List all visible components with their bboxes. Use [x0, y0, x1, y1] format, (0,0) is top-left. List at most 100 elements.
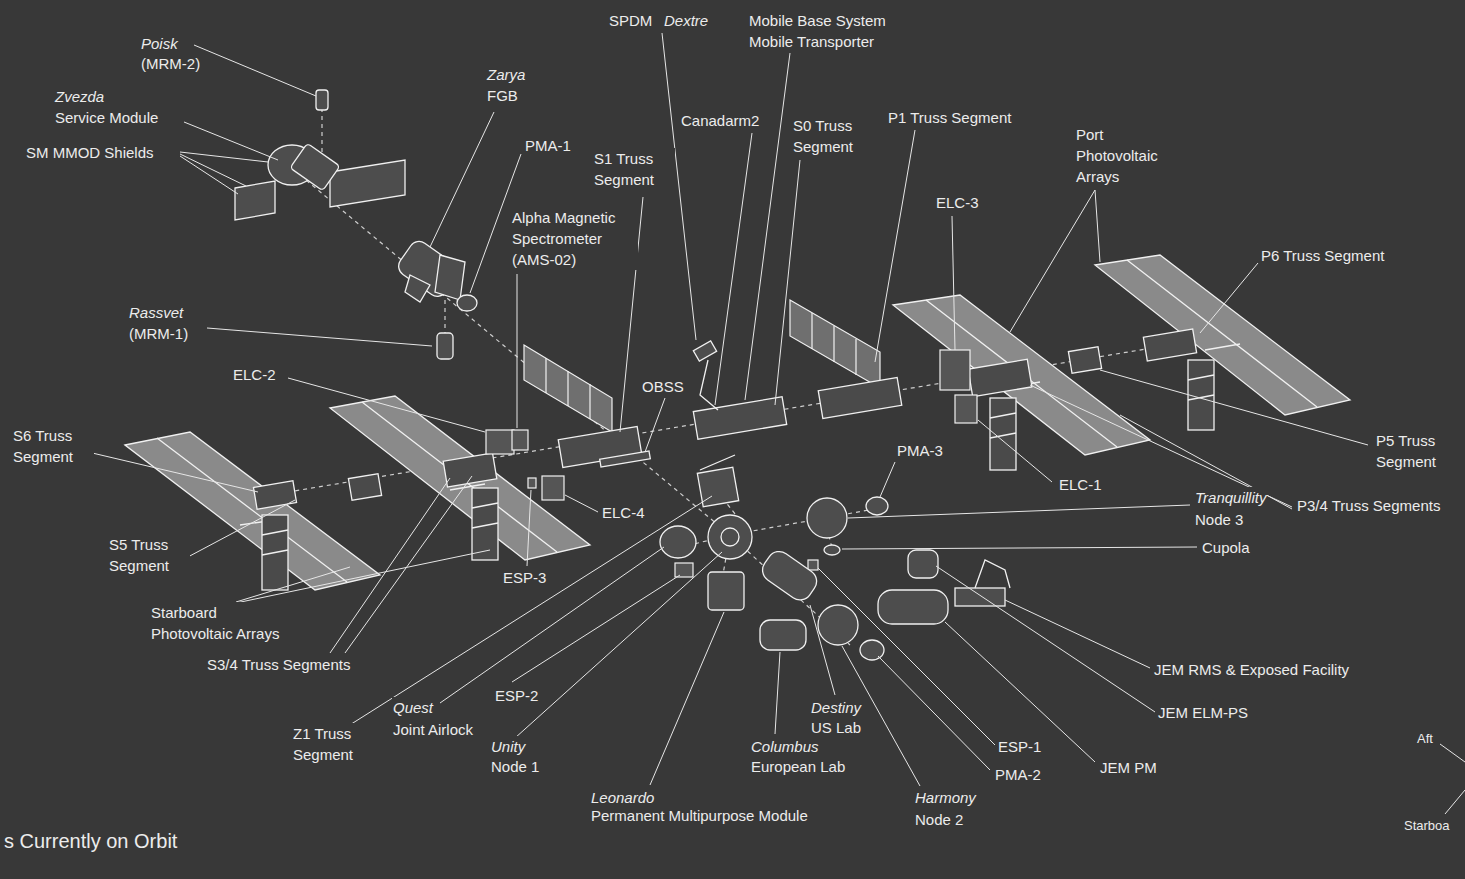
- us-modules-part: [693, 341, 716, 361]
- part-label: Mobile Transporter: [748, 31, 875, 52]
- part-label: Service Module: [54, 107, 159, 128]
- us-modules: [600, 341, 1010, 660]
- truss-segments-part: [818, 378, 902, 419]
- us-modules-part: [721, 528, 739, 546]
- leader-lines-part: [345, 496, 712, 728]
- leader-lines-part: [745, 53, 790, 400]
- leader-lines-part: [978, 420, 1052, 482]
- part-label: Permanent Multipurpose Module: [590, 805, 809, 826]
- truss-segments-part: [1068, 347, 1101, 374]
- leader-lines-part: [186, 500, 295, 558]
- us-modules-part: [908, 550, 938, 578]
- part-label: PMA-2: [994, 764, 1042, 785]
- russian-modules-part: [316, 90, 328, 110]
- leader-lines-part: [715, 133, 752, 405]
- payload-carriers-part: [542, 476, 564, 500]
- part-label: JEM RMS & Exposed Facility: [1153, 659, 1350, 680]
- payload-carriers: [486, 350, 977, 577]
- axis-lines-part: [444, 300, 445, 335]
- leader-lines-part: [1100, 370, 1368, 445]
- payload-carriers-part: [486, 430, 514, 454]
- leader-lines-part: [194, 45, 316, 96]
- us-modules-part: [700, 455, 735, 470]
- part-label: Rassvet: [128, 302, 184, 323]
- part-label: Columbus: [750, 736, 820, 757]
- leader-lines-part: [645, 398, 665, 452]
- part-label: P1 Truss Segment: [887, 107, 1012, 128]
- part-label: ELC-1: [1058, 474, 1103, 495]
- part-label: S3/4 Truss Segments: [206, 654, 351, 675]
- payload-carriers-part: [528, 478, 536, 488]
- part-label: Node 3: [1194, 509, 1244, 530]
- russian-modules-part: [235, 181, 275, 220]
- part-label: European Lab: [750, 756, 846, 777]
- part-label: P5 Truss Segment: [1375, 430, 1457, 472]
- part-label: PMA-1: [524, 135, 572, 156]
- leader-lines-part: [775, 652, 780, 734]
- part-label: SPDM: [608, 10, 653, 31]
- part-label: (MRM-2): [140, 53, 201, 74]
- us-modules-part: [708, 572, 744, 610]
- truss-segments-part: [443, 453, 497, 487]
- part-label: JEM PM: [1099, 757, 1158, 778]
- part-label: Destiny: [810, 697, 862, 718]
- radiator-panels-part: [790, 300, 880, 388]
- us-modules-part: [818, 605, 858, 645]
- leader-lines-part: [1005, 600, 1150, 668]
- part-label: Zvezda: [54, 86, 105, 107]
- part-label: Poisk: [140, 33, 179, 54]
- leader-lines-part: [180, 152, 268, 194]
- truss-segments: [253, 329, 1214, 590]
- part-label: ELC-3: [935, 192, 980, 213]
- russian-modules-part: [437, 333, 453, 359]
- part-label: Canadarm2: [680, 110, 760, 131]
- part-label: Cupola: [1201, 537, 1251, 558]
- part-label: ESP-2: [494, 685, 539, 706]
- payload-carriers-part: [808, 560, 818, 570]
- leader-lines-part: [430, 112, 494, 247]
- part-label: OBSS: [641, 376, 685, 397]
- leader-lines-part: [1445, 790, 1465, 814]
- solar-arrays-part: [1095, 255, 1350, 415]
- axis-lines: [240, 108, 1200, 645]
- solar-arrays-part: [240, 344, 1240, 525]
- russian-modules-part: [330, 160, 405, 207]
- leader-lines-part: [650, 612, 724, 785]
- us-modules-part: [600, 451, 651, 467]
- leader-lines-part: [952, 216, 955, 350]
- truss-segments-part: [968, 359, 1032, 397]
- part-label: S0 Truss Segment: [792, 115, 874, 157]
- part-label: Zarya: [486, 64, 526, 85]
- part-label: P6 Truss Segment: [1260, 245, 1385, 266]
- us-modules-part: [866, 497, 888, 515]
- us-modules-part: [955, 588, 1005, 606]
- truss-segments-part: [253, 481, 296, 509]
- part-label: Starboard Photovoltaic Arrays: [150, 602, 302, 644]
- leader-lines-part: [1030, 385, 1292, 509]
- leader-lines-part: [517, 274, 518, 428]
- part-label: Harmony: [914, 787, 977, 808]
- part-label: ESP-1: [997, 736, 1042, 757]
- us-modules-part: [878, 590, 948, 624]
- leader-lines-part: [236, 550, 490, 603]
- part-label: Tranquillity: [1194, 487, 1267, 508]
- part-label: US Lab: [810, 717, 862, 738]
- leader-lines-part: [527, 490, 531, 566]
- truss-segments-part: [1143, 329, 1196, 361]
- part-label: Unity: [490, 736, 526, 757]
- part-label: Aft: [1416, 730, 1434, 747]
- part-label: Alpha Magnetic Spectrometer (AMS-02): [511, 207, 638, 270]
- part-label: S1 Truss Segment: [593, 148, 675, 190]
- leader-lines-part: [88, 452, 258, 492]
- part-label: P3/4 Truss Segments: [1296, 495, 1441, 516]
- truss-segments-part: [693, 397, 786, 439]
- solar-arrays-part: [157, 260, 1317, 582]
- axis-lines-part: [321, 108, 322, 160]
- russian-modules-part: [405, 275, 430, 302]
- us-modules-part: [758, 547, 821, 605]
- solar-arrays-part: [330, 396, 590, 560]
- part-label: Mobile Base System: [748, 10, 887, 31]
- part-label: S5 Truss Segment: [108, 534, 190, 576]
